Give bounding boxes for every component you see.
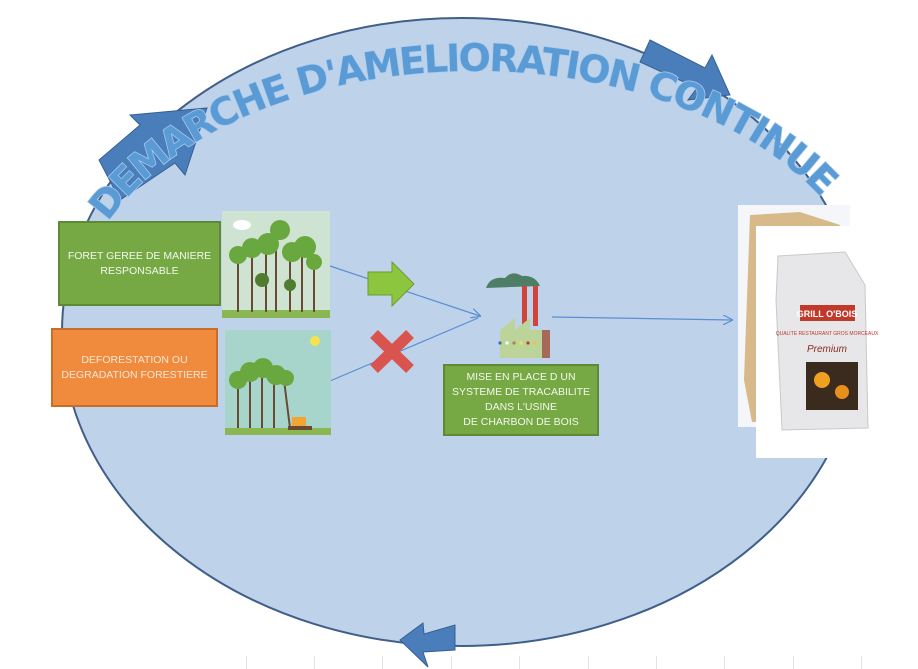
- flow-line: [551, 317, 732, 320]
- svg-text:QUALITE RESTAURANT GROS MORCEA: QUALITE RESTAURANT GROS MORCEAUX: [776, 331, 879, 337]
- grid-tick: [246, 656, 247, 669]
- grid-tick: [451, 656, 452, 669]
- grid-tick: [588, 656, 589, 669]
- cycle-arrow-icon: [98, 107, 208, 201]
- grid-tick: [861, 656, 862, 669]
- grid-tick: [519, 656, 520, 669]
- grid-tick: [656, 656, 657, 669]
- svg-text:GRILL O'BOIS: GRILL O'BOIS: [797, 309, 857, 319]
- reject-cross-icon: [370, 330, 414, 373]
- cycle-arrow-icon: [399, 622, 456, 668]
- deforestation-box: DEFORESTATION OU DEGRADATION FORESTIERE: [51, 328, 218, 407]
- deforestation-image: [225, 330, 331, 435]
- grid-tick: [793, 656, 794, 669]
- sustainable-forest-box: FORET GEREE DE MANIERE RESPONSABLE: [58, 221, 221, 306]
- check-arrow-icon: [367, 260, 415, 308]
- traceability-box: MISE EN PLACE D UN SYSTEME DE TRACABILIT…: [443, 364, 599, 436]
- charcoal-bag-image: GRILL O'BOIS QUALITE RESTAURANT GROS MOR…: [738, 205, 882, 458]
- forest-image: [222, 211, 330, 318]
- grid-tick: [382, 656, 383, 669]
- svg-text:Premium: Premium: [807, 344, 847, 355]
- cycle-arrow-icon: [639, 39, 731, 101]
- grid-tick: [314, 656, 315, 669]
- grid-tick: [724, 656, 725, 669]
- factory-icon: [486, 273, 550, 358]
- flow-line: [329, 317, 479, 382]
